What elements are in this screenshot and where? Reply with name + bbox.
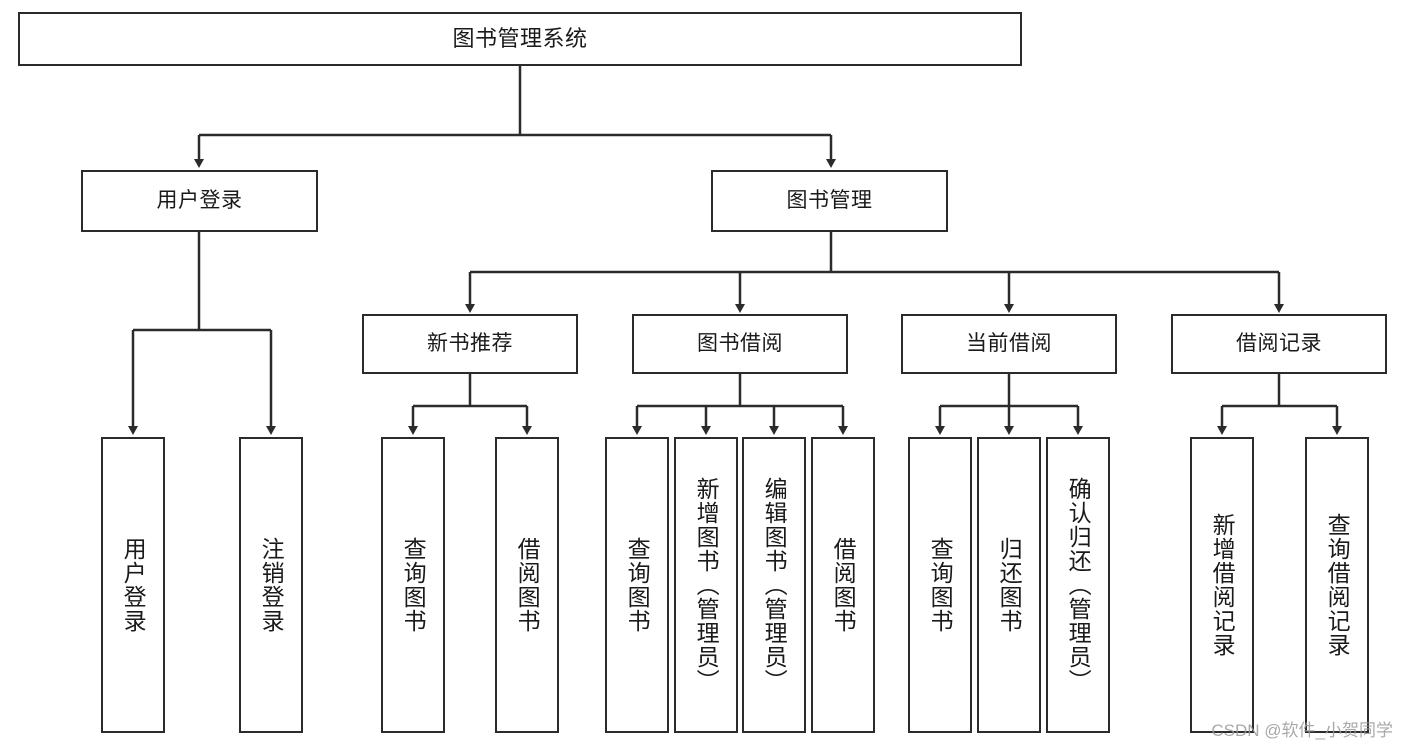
node-label: 新增图书（管理员） — [693, 477, 720, 693]
node-current-borrow[interactable]: 当前借阅 — [901, 314, 1117, 374]
node-label: 借阅记录 — [1236, 331, 1322, 355]
node-label: 借阅图书 — [830, 537, 857, 633]
node-label: 新增借阅记录 — [1209, 513, 1236, 657]
node-label: 注销登录 — [258, 537, 285, 633]
node-label: 编辑图书（管理员） — [761, 477, 788, 693]
leaf-query-book-new[interactable]: 查询图书 — [381, 437, 445, 733]
node-label: 查询图书 — [400, 537, 427, 633]
node-label: 归还图书 — [996, 537, 1023, 633]
leaf-confirm-return-admin[interactable]: 确认归还（管理员） — [1046, 437, 1110, 733]
leaf-borrow-book[interactable]: 借阅图书 — [811, 437, 875, 733]
leaf-edit-book-admin[interactable]: 编辑图书（管理员） — [742, 437, 806, 733]
leaf-query-borrow-record[interactable]: 查询借阅记录 — [1305, 437, 1369, 733]
csdn-watermark: CSDN @软件_小贺同学 — [1211, 721, 1393, 740]
node-label: 查询借阅记录 — [1324, 513, 1351, 657]
node-borrow-record[interactable]: 借阅记录 — [1171, 314, 1387, 374]
node-label: 确认归还（管理员） — [1065, 477, 1092, 693]
node-label: 当前借阅 — [966, 331, 1052, 355]
leaf-logout[interactable]: 注销登录 — [239, 437, 303, 733]
node-label: 图书管理系统 — [452, 26, 588, 52]
leaf-return-book[interactable]: 归还图书 — [977, 437, 1041, 733]
leaf-add-borrow-record[interactable]: 新增借阅记录 — [1190, 437, 1254, 733]
leaf-borrow-book-new[interactable]: 借阅图书 — [495, 437, 559, 733]
node-label: 用户登录 — [156, 188, 243, 212]
node-new-book-recommend[interactable]: 新书推荐 — [362, 314, 578, 374]
node-label: 新书推荐 — [427, 331, 513, 355]
leaf-add-book-admin[interactable]: 新增图书（管理员） — [674, 437, 738, 733]
node-label: 图书管理 — [786, 188, 873, 212]
node-label: 查询图书 — [927, 537, 954, 633]
leaf-user-login[interactable]: 用户登录 — [101, 437, 165, 733]
node-label: 用户登录 — [120, 537, 147, 633]
node-user-login[interactable]: 用户登录 — [81, 170, 318, 232]
node-label: 图书借阅 — [697, 331, 783, 355]
node-label: 借阅图书 — [514, 537, 541, 633]
leaf-query-book-borrow[interactable]: 查询图书 — [605, 437, 669, 733]
node-book-borrow[interactable]: 图书借阅 — [632, 314, 848, 374]
node-root-book-management-system[interactable]: 图书管理系统 — [18, 12, 1022, 66]
node-book-management[interactable]: 图书管理 — [711, 170, 948, 232]
node-label: 查询图书 — [624, 537, 651, 633]
leaf-query-book-current[interactable]: 查询图书 — [908, 437, 972, 733]
